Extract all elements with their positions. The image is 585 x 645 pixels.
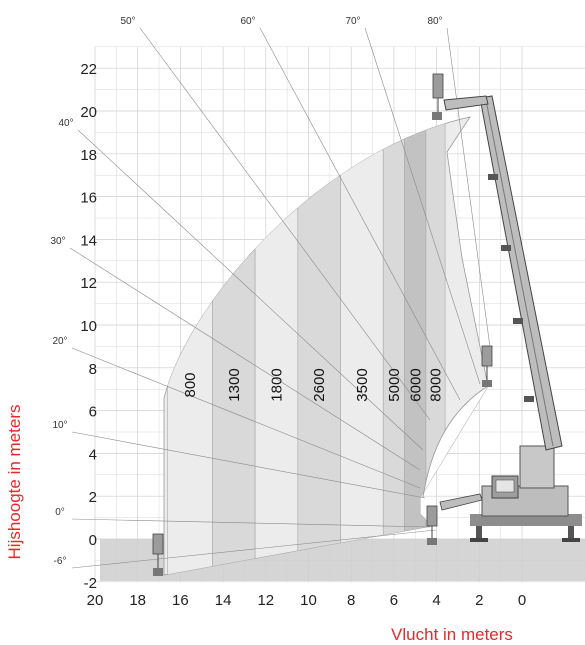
angle-line — [71, 529, 437, 569]
x-tick-label: 16 — [172, 592, 189, 609]
boom-joint-1 — [488, 174, 498, 180]
zone-capacity-label: 8000 — [428, 368, 445, 401]
y-tick-label: 18 — [80, 147, 97, 164]
angle-label: 60° — [240, 16, 255, 27]
angle-label: 70° — [345, 16, 360, 27]
angle-label: -6° — [54, 556, 67, 567]
x-tick-label: 18 — [129, 592, 146, 609]
boom-joint-3 — [513, 318, 523, 324]
zone-capacity-label: 5000 — [386, 368, 403, 401]
y-axis-title: Hijshoogte in meters — [5, 405, 24, 560]
y-tick-label: 0 — [89, 532, 97, 549]
load-zone — [212, 117, 256, 575]
y-tick-label: 4 — [89, 446, 97, 463]
angle-label: 80° — [427, 16, 442, 27]
y-tick-label: 20 — [80, 104, 97, 121]
y-tick-label: 10 — [80, 318, 97, 335]
crane-base — [470, 514, 582, 526]
y-tick-label: -2 — [84, 575, 97, 592]
y-tick-label: 14 — [80, 232, 97, 249]
x-tick-label: 0 — [518, 592, 526, 609]
boom-joint-4 — [524, 396, 534, 402]
y-tick-label: 22 — [80, 61, 97, 78]
x-tick-label: 6 — [390, 592, 398, 609]
boom-joint-2 — [501, 245, 511, 251]
zone-capacity-label: 6000 — [407, 368, 424, 401]
angle-line — [364, 27, 481, 385]
zone-capacity-label: 3500 — [354, 368, 371, 401]
angle-line — [77, 129, 424, 451]
zone-capacity-label: 1800 — [268, 368, 285, 401]
low-boom — [439, 493, 483, 511]
angle-line — [69, 247, 421, 471]
zone-capacity-label: 1300 — [226, 368, 243, 401]
angle-line — [71, 431, 426, 499]
x-axis-title: Vlucht in meters — [391, 625, 513, 644]
y-tick-label: 6 — [89, 404, 97, 421]
hook-low — [426, 505, 438, 545]
zone-capacity-label: 800 — [182, 372, 199, 397]
zone-capacity-label: 2600 — [311, 368, 328, 401]
hook-top — [432, 73, 444, 120]
load-zone — [297, 117, 341, 575]
outrigger-left — [476, 526, 482, 540]
load-zone — [340, 117, 384, 575]
angle-label: 10° — [52, 420, 67, 431]
outrigger-pad-left — [470, 538, 488, 542]
inner-envelope-edge — [422, 385, 489, 499]
x-tick-label: 2 — [475, 592, 483, 609]
angle-labels: 50° 60° 70° 80° 40° 30° 20° 10° 0° -6° — [50, 16, 442, 567]
y-tick-label: 16 — [80, 190, 97, 207]
jib — [443, 95, 489, 111]
angle-line — [446, 27, 493, 363]
turret — [519, 445, 555, 489]
angle-line — [259, 27, 461, 401]
main-boom — [479, 95, 563, 451]
outrigger-pad-right — [562, 538, 580, 542]
angle-label: 40° — [58, 118, 73, 129]
x-tick-label: 12 — [257, 592, 274, 609]
angle-line — [71, 347, 421, 489]
x-tick-label: 10 — [300, 592, 317, 609]
angle-label: 50° — [120, 16, 135, 27]
cabin-window — [495, 479, 515, 493]
x-tick-label: 20 — [87, 592, 104, 609]
carrier-body — [481, 485, 569, 517]
angle-line — [139, 27, 431, 421]
x-tick-label: 8 — [347, 592, 355, 609]
y-tick-label: 8 — [89, 361, 97, 378]
angle-label: 20° — [52, 336, 67, 347]
angle-label: 0° — [55, 507, 65, 518]
load-zone — [167, 117, 213, 575]
boom-angle-lines — [69, 27, 493, 569]
outrigger-right — [568, 526, 574, 540]
hook-far — [152, 533, 164, 576]
angle-line — [71, 518, 431, 528]
y-tick-label: 12 — [80, 275, 97, 292]
y-tick-label: 2 — [89, 489, 97, 506]
boom-stripe — [485, 99, 554, 447]
hook-80deg — [481, 345, 493, 387]
angle-label: 30° — [50, 236, 65, 247]
crane-illustration — [152, 73, 582, 576]
x-tick-label: 14 — [215, 592, 232, 609]
x-tick-label: 4 — [432, 592, 440, 609]
